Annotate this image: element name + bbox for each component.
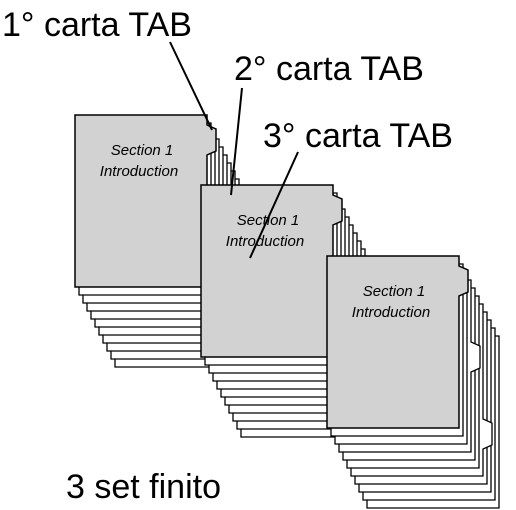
tab-stack-1 <box>74 114 248 368</box>
leader-line-third-tab <box>249 151 299 259</box>
stack-3-label-line1: Section 1 <box>363 283 426 300</box>
front-divider-sheet <box>326 255 469 429</box>
stack-2-label-line2: Introduction <box>226 233 304 250</box>
stack-3-front-labels: Section 1 Introduction <box>352 283 430 321</box>
stack-1-label-line2: Introduction <box>100 163 178 180</box>
tab-stack-3 <box>326 255 500 509</box>
callout-third-tab: 3° carta TAB <box>263 117 453 155</box>
stack-1-front-labels: Section 1 Introduction <box>100 142 178 180</box>
leader-line-second-tab <box>230 87 243 196</box>
callout-summary: 3 set finito <box>66 468 221 506</box>
stacks-layer <box>74 114 500 509</box>
callout-second-tab: 2° carta TAB <box>234 50 424 88</box>
callout-first-tab: 1° carta TAB <box>2 6 192 44</box>
front-divider-sheet <box>74 114 217 288</box>
front-divider-sheet <box>200 184 343 358</box>
stack-3-label-line2: Introduction <box>352 304 430 321</box>
stack-1-label-line1: Section 1 <box>111 142 174 159</box>
leader-line-first-tab <box>169 41 213 131</box>
